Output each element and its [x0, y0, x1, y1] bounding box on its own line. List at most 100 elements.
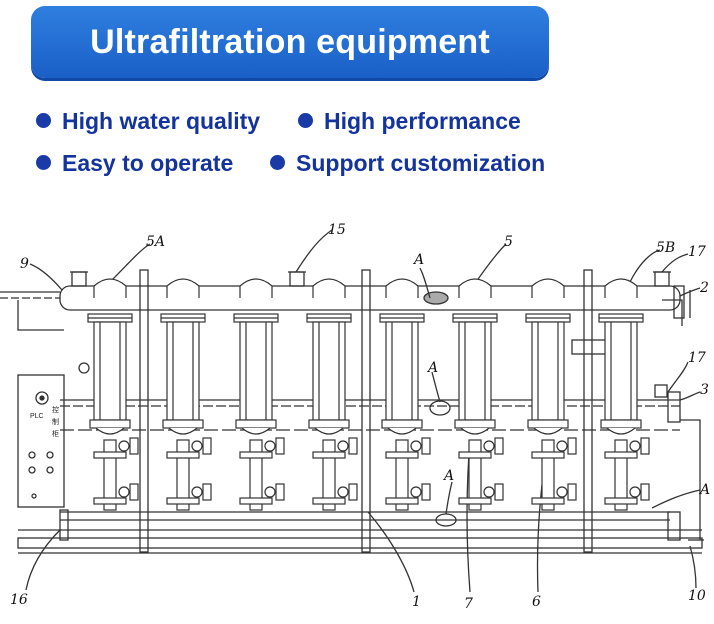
valve-flange [604, 451, 638, 459]
valve-body [348, 483, 358, 501]
callout-label: 17 [688, 350, 706, 366]
valve-wheel [191, 486, 203, 498]
valve-body [348, 437, 358, 455]
plc-cn-char: 控 [52, 405, 59, 414]
callout-label: 5A [146, 234, 165, 250]
title-banner: Ultrafiltration equipment [31, 6, 549, 78]
membrane-flange [162, 419, 204, 429]
valve-flange [385, 497, 419, 505]
valve-wheel [556, 486, 568, 498]
callout-label: 15 [328, 222, 346, 238]
feature-label: High performance [324, 108, 521, 134]
valve-wheel [483, 486, 495, 498]
valve-flange [166, 451, 200, 459]
membrane-dome [458, 278, 492, 298]
base-skid [17, 537, 703, 549]
valve-wheel [191, 440, 203, 452]
valve-body [640, 483, 650, 501]
membrane-group [87, 278, 650, 511]
valve-flange [239, 497, 273, 505]
support-column [361, 269, 371, 553]
callout-label: 3 [700, 382, 709, 398]
callout-label: 16 [10, 592, 28, 608]
valve-flange [531, 451, 565, 459]
valve-flange [531, 497, 565, 505]
membrane-dome [604, 278, 638, 298]
bullet-icon [36, 155, 51, 170]
plc-cn-char: 制 [52, 417, 59, 426]
valve-body [202, 483, 212, 501]
valve-flange [458, 451, 492, 459]
membrane-dome [239, 278, 273, 298]
callout-label: 5 [504, 234, 513, 250]
feature-label: Support customization [296, 150, 546, 176]
valve-flange [166, 497, 200, 505]
callout-label: 6 [532, 594, 541, 610]
valve-flange [93, 451, 127, 459]
valve-body [129, 437, 139, 455]
membrane-column [531, 321, 565, 421]
valve-wheel [118, 440, 130, 452]
callout-label: 7 [464, 596, 473, 612]
feature-item: High performance [298, 106, 521, 136]
detail-marker [423, 291, 449, 305]
membrane-column [385, 321, 419, 421]
bullet-icon [298, 113, 313, 128]
membrane-column [239, 321, 273, 421]
valve-flange [604, 497, 638, 505]
membrane-flange [527, 419, 569, 429]
feature-label: High water quality [62, 108, 261, 134]
support-column [139, 269, 149, 553]
valve-flange [93, 497, 127, 505]
callout-label: 10 [688, 588, 706, 604]
valve-body [567, 437, 577, 455]
plc-cabinet [17, 374, 65, 508]
valve-flange [239, 451, 273, 459]
callout-label: A [426, 360, 438, 376]
membrane-dome [531, 278, 565, 298]
callout-label: 1 [412, 594, 421, 610]
valve-body [202, 437, 212, 455]
membrane-flange [235, 419, 277, 429]
valve-wheel [556, 440, 568, 452]
plc-label: PLC [30, 413, 44, 420]
membrane-dome [312, 278, 346, 298]
valve-wheel [337, 440, 349, 452]
callout-label: 2 [699, 280, 709, 296]
valve-flange [312, 497, 346, 505]
membrane-dome [93, 278, 127, 298]
valve-wheel [337, 486, 349, 498]
membrane-column [166, 321, 200, 421]
valve-flange [458, 497, 492, 505]
membrane-column [93, 321, 127, 421]
valve-body [421, 437, 431, 455]
valve-wheel [410, 440, 422, 452]
valve-wheel [264, 440, 276, 452]
valve-body [567, 483, 577, 501]
membrane-flange [89, 419, 131, 429]
membrane-dome [166, 278, 200, 298]
bullet-icon [36, 113, 51, 128]
valve-body [275, 483, 285, 501]
valve-wheel [629, 486, 641, 498]
plc-cn-char: 柜 [52, 429, 59, 438]
feature-item: High water quality [36, 106, 260, 136]
callout-label: 17 [688, 244, 706, 260]
membrane-flange [381, 419, 423, 429]
feature-label: Easy to operate [62, 150, 234, 176]
membrane-column [312, 321, 346, 421]
membrane-dome [385, 278, 419, 298]
feature-item: Easy to operate [36, 148, 233, 178]
callout-label: A [442, 468, 454, 484]
valve-body [421, 483, 431, 501]
detail-marker [429, 400, 451, 416]
callout-label: 9 [20, 256, 29, 272]
callout-label: 5B [656, 240, 675, 256]
valve-body [129, 483, 139, 501]
valve-wheel [410, 486, 422, 498]
valve-body [494, 437, 504, 455]
membrane-column [458, 321, 492, 421]
membrane-column [604, 321, 638, 421]
valve-body [640, 437, 650, 455]
